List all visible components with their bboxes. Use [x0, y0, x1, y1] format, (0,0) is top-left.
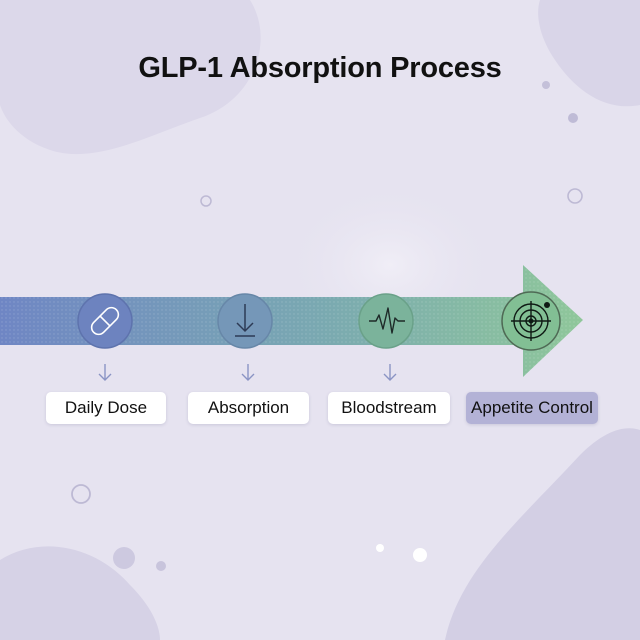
heartbeat-pulse-icon — [369, 307, 405, 334]
bubble — [376, 544, 384, 552]
blob-bottom-left — [0, 546, 160, 640]
page-title: GLP-1 Absorption Process — [138, 52, 502, 84]
down-arrow-icon — [241, 364, 255, 381]
blob-top-left — [0, 0, 261, 155]
bubble — [71, 484, 91, 504]
target-indicator-dot — [544, 302, 550, 308]
step-node-daily-dose — [77, 293, 133, 349]
step-label-appetite-control: Appetite Control — [466, 392, 598, 424]
bubble — [113, 547, 135, 569]
step-label-daily-dose: Daily Dose — [46, 392, 166, 424]
down-arrow-icon — [383, 364, 397, 381]
bubble — [567, 188, 583, 204]
blob-bottom-right — [445, 428, 640, 640]
blob-top-right — [538, 0, 640, 107]
bubble — [156, 561, 166, 571]
flow-arrow-texture — [0, 265, 583, 377]
step-label-bloodstream: Bloodstream — [328, 392, 450, 424]
bubble — [200, 195, 212, 207]
step-node-appetite-control — [501, 291, 561, 351]
step-node-absorption — [217, 293, 273, 349]
step-label-absorption: Absorption — [188, 392, 309, 424]
down-arrow-icon — [98, 364, 112, 381]
bubble — [568, 113, 578, 123]
bubble — [413, 548, 427, 562]
bubble — [542, 81, 550, 89]
target-icon — [511, 301, 551, 341]
step-node-bloodstream — [358, 293, 414, 349]
pill-icon — [90, 306, 120, 336]
download-arrow-icon — [235, 304, 255, 337]
